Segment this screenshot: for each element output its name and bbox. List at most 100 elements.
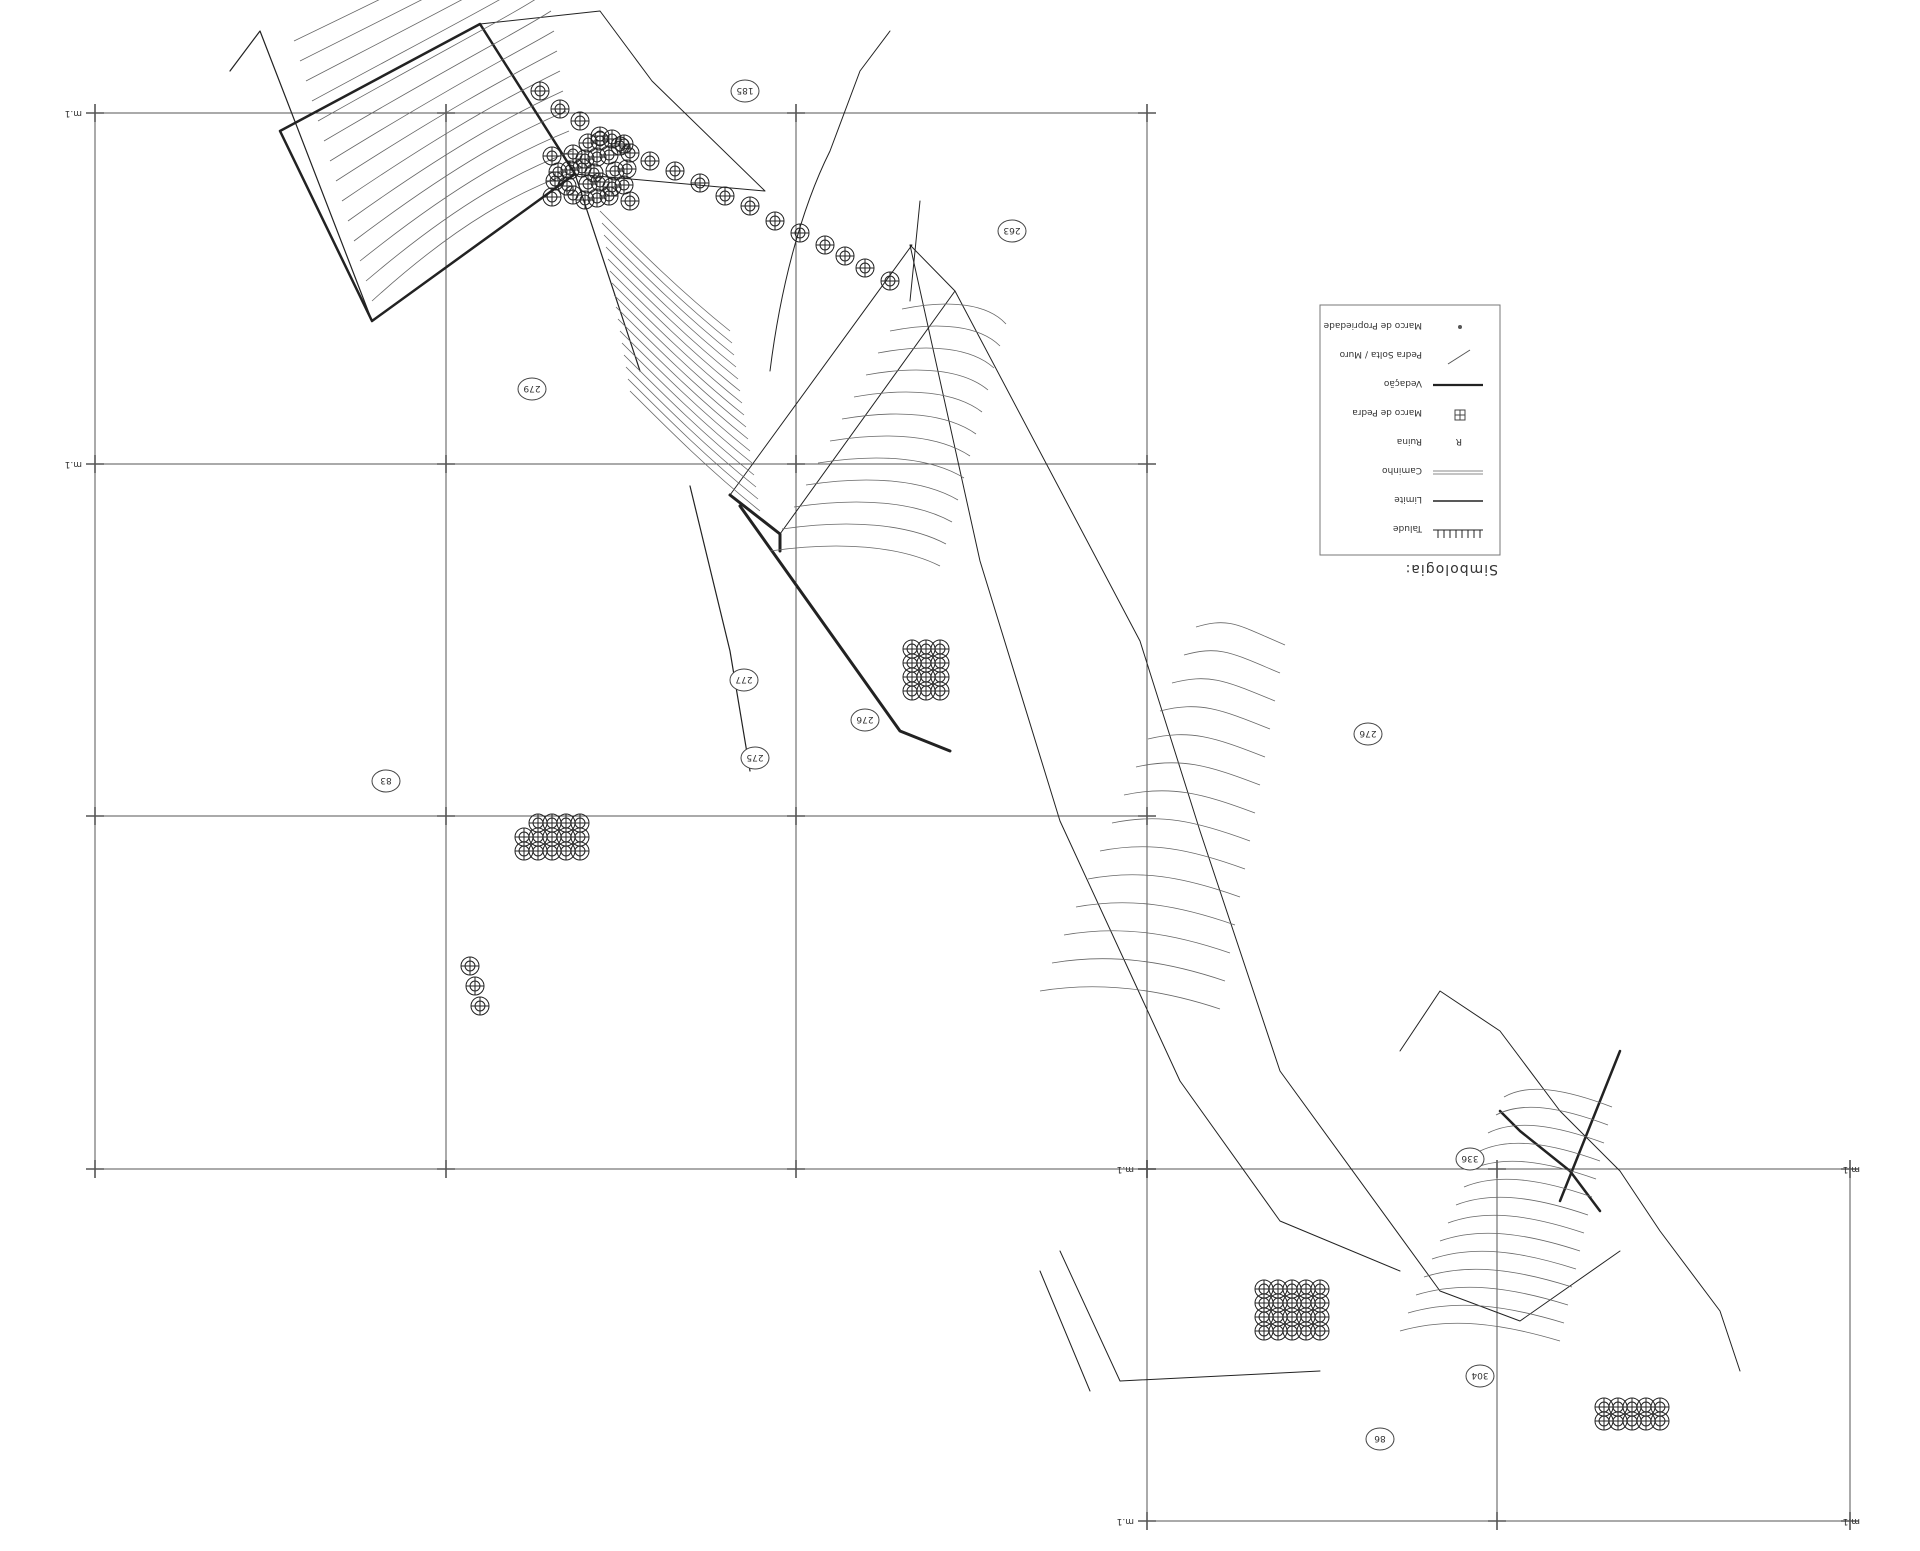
parcel-number: 304	[1471, 1370, 1488, 1380]
diagonal-corridor	[729, 244, 956, 535]
parcel-number-marker	[740, 746, 770, 770]
hatch-icon	[1433, 529, 1483, 538]
contour-line	[1495, 1106, 1609, 1126]
contour-line	[1171, 678, 1276, 702]
contour-line	[299, 0, 423, 62]
parcel-number: 86	[1374, 1433, 1386, 1443]
contour-line	[621, 342, 753, 464]
contour-line	[1431, 1250, 1577, 1270]
legend-box	[1319, 304, 1501, 556]
contour-line	[1503, 1088, 1613, 1108]
contour-line	[781, 523, 947, 545]
legend-label: Marco de Pedra	[1352, 407, 1422, 417]
contour-line	[601, 222, 733, 344]
lower-fence	[1498, 1049, 1622, 1213]
contour-line	[617, 318, 749, 440]
parcel-number: 185	[736, 85, 753, 95]
parcel-number-marker	[729, 668, 759, 692]
grid-corner-label: m.1	[65, 459, 82, 469]
contour-line	[611, 282, 743, 404]
contour-line	[627, 378, 759, 500]
contour-line	[769, 545, 941, 567]
strip-left	[954, 290, 1621, 1322]
legend-label: Vedação	[1383, 378, 1422, 388]
contour-line	[1423, 1268, 1573, 1288]
contour-line	[1195, 622, 1286, 646]
parcel-number: 279	[523, 383, 540, 393]
contour-line	[1051, 958, 1226, 982]
contour-line	[1123, 790, 1256, 814]
contour-line	[293, 0, 380, 42]
legend-label: Ruina	[1397, 436, 1422, 446]
parcel-number-marker	[850, 708, 880, 732]
road-edge	[1039, 1250, 1321, 1392]
lower-outline	[1399, 990, 1741, 1372]
contour-line	[1447, 1214, 1585, 1234]
contour-line	[623, 354, 755, 476]
parcel-boundary-a	[278, 22, 577, 323]
contour-line	[805, 479, 959, 501]
contour-line	[625, 366, 757, 488]
contour-line	[347, 90, 564, 222]
contour-line	[1135, 762, 1261, 786]
contour-line	[603, 234, 735, 356]
contour-line	[1183, 650, 1281, 674]
contour-line	[1087, 874, 1241, 898]
contour-line	[365, 150, 573, 282]
parcel-number-marker	[730, 79, 760, 103]
contour-line	[329, 30, 555, 162]
grid-corner-label: m.1	[1843, 1516, 1860, 1526]
legend-label: Marco de Propriedade	[1323, 320, 1422, 330]
contour-line	[1147, 734, 1266, 758]
parcel-number-marker	[1455, 1147, 1485, 1171]
contour-line	[317, 0, 536, 122]
property-marker-icon	[1458, 325, 1462, 329]
contour-line	[889, 325, 1001, 347]
legend-label: Pedra Solta / Muro	[1339, 349, 1422, 359]
legend-items: Talude Limite Caminho R Ruina Marco de Pedra V…	[1323, 320, 1483, 538]
contour-line	[829, 435, 971, 457]
contour-line	[323, 10, 552, 142]
contour-line	[1407, 1304, 1565, 1324]
legend: Simbologia: Talude Limite Caminho R Ruina Mar…	[1319, 304, 1501, 577]
legend-label: Caminho	[1382, 465, 1422, 475]
strip-right	[909, 244, 1401, 1272]
contour-line	[341, 70, 561, 202]
tree-clusters	[460, 81, 1670, 1431]
contour-line	[1439, 1232, 1581, 1252]
fence-segment-1	[728, 493, 782, 553]
legend-title: Simbologia:	[1405, 561, 1498, 577]
contour-line	[609, 270, 741, 392]
contour-line	[1415, 1286, 1569, 1306]
contour-line	[359, 130, 570, 262]
grid-corner-label: m.1	[65, 108, 82, 118]
parcel-number: 276	[1359, 728, 1376, 738]
parcel-number: 336	[1461, 1153, 1478, 1163]
legend-label: Limite	[1394, 494, 1422, 504]
parcel-number: 263	[1003, 225, 1020, 235]
stone-wall-icon	[1447, 349, 1471, 365]
parcel-number-marker	[371, 769, 401, 793]
contour-line	[605, 246, 737, 368]
contour-line	[1075, 902, 1236, 926]
contour-line	[1455, 1196, 1589, 1216]
contour-line	[853, 391, 983, 413]
parcel-number: 277	[735, 674, 752, 684]
legend-label: Talude	[1393, 523, 1423, 533]
parcel-number: 276	[856, 714, 873, 724]
letter-r-icon: R	[1456, 436, 1462, 446]
fence-segment-2	[738, 504, 952, 753]
contour-line	[335, 50, 558, 182]
contour-line	[901, 303, 1007, 325]
contour-line	[353, 110, 567, 242]
grid-corner-label: m.1	[1117, 1164, 1134, 1174]
contour-line	[311, 0, 500, 102]
parcel-number-marker	[1353, 722, 1383, 746]
contour-line	[793, 501, 953, 523]
parcel-number: 83	[380, 775, 391, 785]
double-line-icon	[1433, 470, 1483, 475]
